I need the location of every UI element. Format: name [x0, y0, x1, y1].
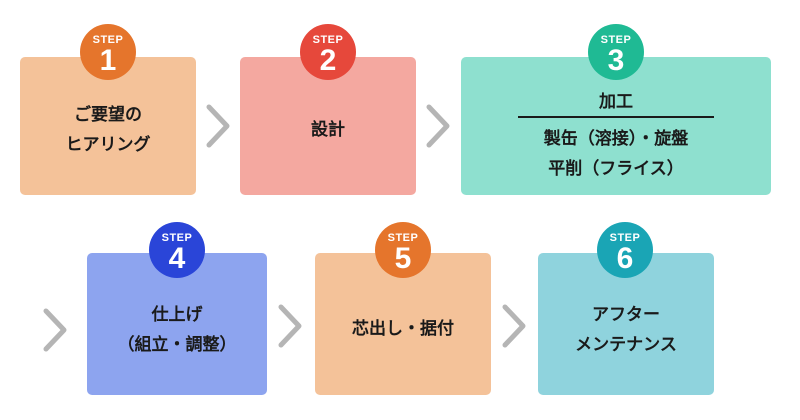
step-6-line-1: アフター [592, 305, 660, 325]
step-1-badge-number: 1 [99, 44, 117, 77]
step-3-badge-number: 3 [607, 44, 625, 77]
step-5-badge: STEP 5 [375, 222, 431, 278]
step-4-badge-number: 4 [168, 242, 186, 275]
step-1-badge-label: STEP [92, 34, 124, 46]
step-3-line-2: 平削（フライス） [548, 159, 684, 179]
step-4-badge-label: STEP [161, 232, 193, 244]
step-3-divider [518, 116, 714, 118]
step-1-badge: STEP 1 [80, 24, 136, 80]
step-3-badge-label: STEP [600, 34, 632, 46]
step-2-badge-number: 2 [319, 44, 337, 77]
step-1-line-2: ヒアリング [65, 135, 151, 155]
chevron-right-icon [43, 308, 67, 352]
step-3-badge: STEP 3 [588, 24, 644, 80]
step-1-card: ご要望の ヒアリング [20, 57, 196, 195]
step-6-line-2: メンテナンス [575, 335, 677, 355]
step-6-badge: STEP 6 [597, 222, 653, 278]
step-2-card: 設計 [240, 57, 416, 195]
step-4-card: 仕上げ （組立・調整） [87, 253, 267, 395]
step-3-title: 加工 [599, 92, 633, 112]
chevron-right-icon [426, 104, 450, 148]
step-1-line-1: ご要望の [74, 105, 142, 125]
step-4-line-1: 仕上げ [151, 305, 203, 325]
step-5-badge-label: STEP [387, 232, 419, 244]
step-3-line-1: 製缶（溶接）・旋盤 [543, 129, 689, 149]
step-6-badge-number: 6 [616, 242, 634, 275]
step-2-badge-label: STEP [312, 34, 344, 46]
step-4-line-2: （組立・調整） [117, 335, 237, 355]
step-4-badge: STEP 4 [149, 222, 205, 278]
step-6-badge-label: STEP [609, 232, 641, 244]
chevron-right-icon [278, 304, 302, 348]
step-3-card: 加工 製缶（溶接）・旋盤 平削（フライス） [461, 57, 771, 195]
chevron-right-icon [206, 104, 230, 148]
step-5-badge-number: 5 [394, 242, 412, 275]
step-2-line-1: 設計 [311, 120, 345, 140]
step-5-line-1: 芯出し・据付 [352, 319, 454, 339]
step-2-badge: STEP 2 [300, 24, 356, 80]
chevron-right-icon [502, 304, 526, 348]
